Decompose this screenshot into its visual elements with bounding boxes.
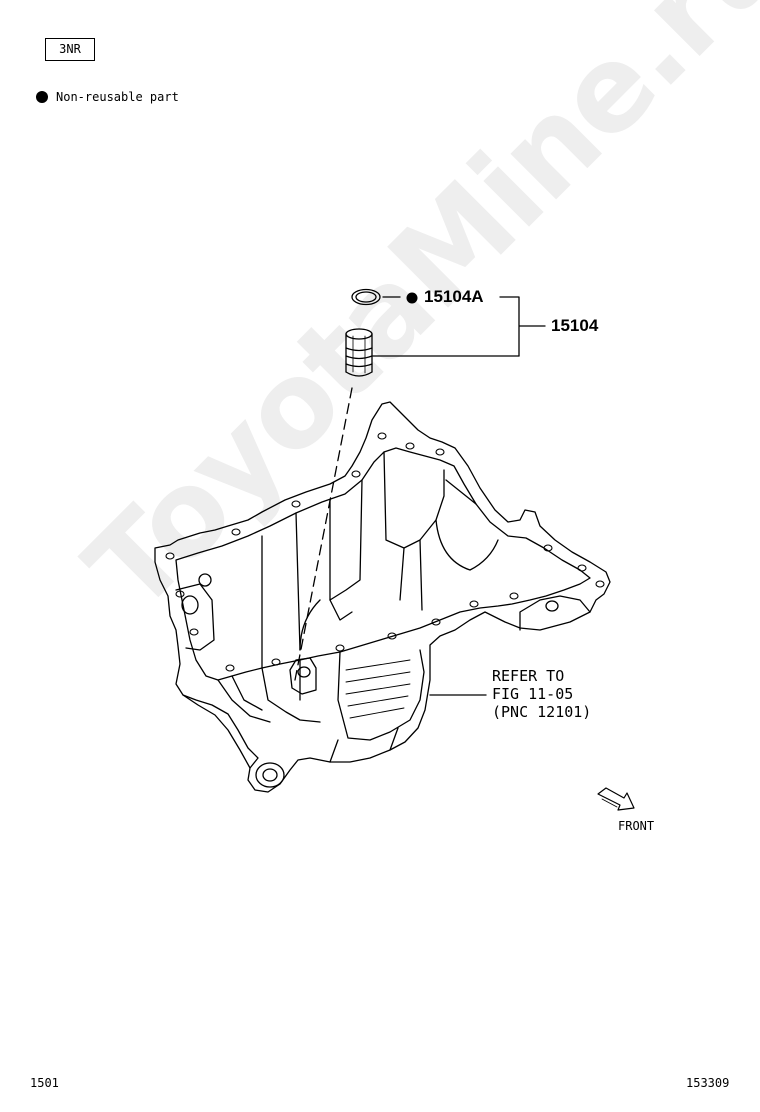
oil-pan-body xyxy=(154,401,611,793)
illustration-code-right: 153309 xyxy=(686,1076,730,1090)
front-arrow-icon xyxy=(597,787,635,811)
non-reusable-marker-icon xyxy=(406,292,418,304)
refer-note: REFER TO FIG 11-05 (PNC 12101) xyxy=(492,667,591,721)
front-label: FRONT xyxy=(618,819,655,833)
oil-strainer xyxy=(345,328,373,377)
legend-text: Non-reusable part xyxy=(56,90,179,104)
non-reusable-bullet-icon xyxy=(36,91,48,103)
engine-code-box: 3NR xyxy=(45,38,95,61)
gasket-part-number: 15104A xyxy=(424,287,484,306)
refer-line-3: (PNC 12101) xyxy=(492,703,592,721)
refer-line-1: REFER TO xyxy=(492,667,565,685)
illustration-code-left: 1501 xyxy=(30,1076,59,1090)
legend: Non-reusable part xyxy=(36,89,179,105)
refer-line-2: FIG 11-05 xyxy=(492,685,574,703)
o-ring-gasket xyxy=(351,288,381,306)
install-guide-line xyxy=(294,387,353,681)
strainer-part-number: 15104 xyxy=(551,316,599,335)
part-bracket xyxy=(499,296,546,357)
flange-bolt-holes xyxy=(165,432,605,672)
